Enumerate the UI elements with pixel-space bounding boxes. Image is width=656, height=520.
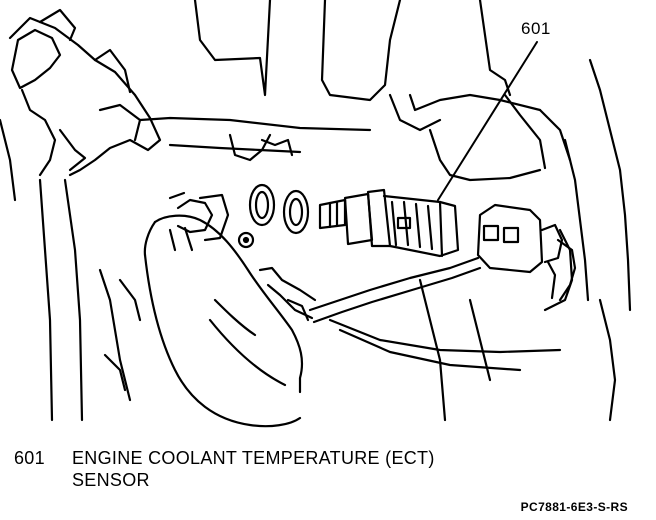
wiring-connector-icon — [476, 203, 577, 302]
legend-item-description-line2: SENSOR — [72, 470, 150, 490]
legend-item-number: 601 — [14, 448, 45, 468]
engine-bracket — [8, 8, 162, 177]
callout-label-601: 601 — [521, 19, 551, 38]
figure-id: PC7881-6E3-S-RS — [520, 500, 628, 514]
o-ring-icon — [248, 183, 310, 235]
right-housing — [538, 58, 632, 422]
sensor-mount-flange — [228, 133, 294, 249]
engine-block — [138, 0, 547, 182]
ect-sensor-icon — [318, 188, 460, 258]
legend-item-description: ENGINE COOLANT TEMPERATURE (ECT) SENSOR — [72, 447, 592, 491]
lower-left-structure — [0, 118, 142, 422]
callout-601-leader — [437, 41, 538, 201]
legend-item-description-line1: ENGINE COOLANT TEMPERATURE (ECT) — [72, 448, 435, 468]
lower-right-structure — [328, 278, 562, 422]
sensor-harness — [308, 256, 482, 324]
coolant-hose-icon — [143, 214, 304, 428]
ect-sensor-diagram — [0, 0, 632, 428]
hose-clamp-icon — [168, 191, 317, 322]
